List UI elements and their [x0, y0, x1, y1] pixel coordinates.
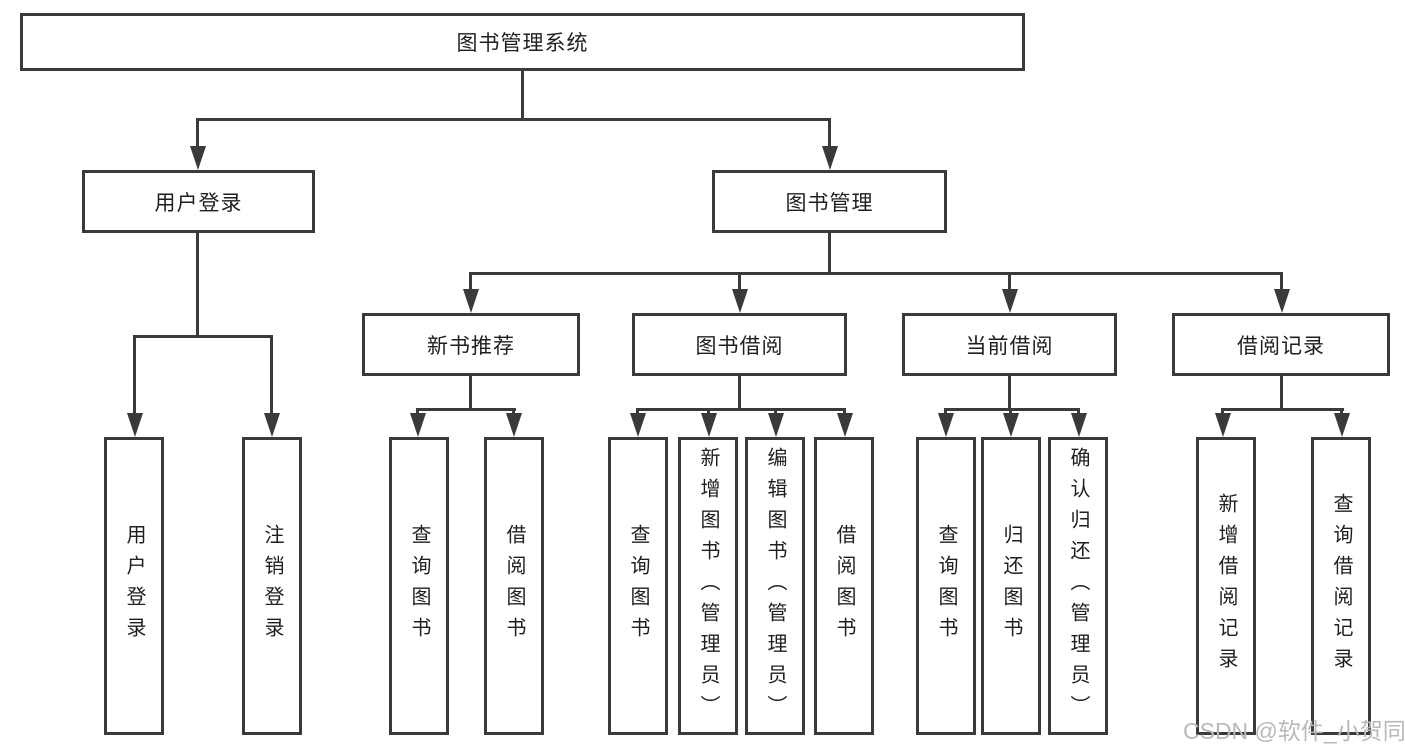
leaf-bb-borrow-books-label: 借阅图书: [833, 524, 855, 648]
leaf-nb-query-books-label: 查询图书: [408, 524, 430, 648]
edge-current-borrow-splitter: [944, 408, 1080, 411]
edge-drop-leaf-login: [133, 335, 136, 415]
leaf-cb-confirm-return-admin: 确认归还（管理员）: [1048, 437, 1108, 735]
node-new-books: 新书推荐: [362, 313, 580, 376]
leaf-user-login-label: 用户登录: [123, 524, 145, 648]
node-root: 图书管理系统: [20, 13, 1025, 71]
arrowhead-cb-return: [1003, 413, 1019, 437]
node-new-books-label: 新书推荐: [427, 334, 515, 358]
arrowhead-nb-borrow: [506, 413, 522, 437]
edge-book-mgmt-stem: [828, 231, 831, 274]
node-user-login-label: 用户登录: [154, 191, 243, 215]
leaf-cb-query-books-label: 查询图书: [935, 524, 957, 648]
arrowhead-book-borrow: [732, 289, 748, 313]
leaf-nb-borrow-books-label: 借阅图书: [503, 524, 525, 648]
edge-level3-splitter: [469, 272, 1283, 275]
edge-book-borrow-stem: [738, 374, 741, 411]
arrowhead-user-login: [190, 146, 206, 170]
leaf-logout-label: 注销登录: [261, 524, 283, 648]
arrowhead-cb-query: [938, 413, 954, 437]
node-book-mgmt-label: 图书管理: [785, 191, 874, 215]
leaf-bb-borrow-books: 借阅图书: [814, 437, 874, 735]
node-current-borrow-label: 当前借阅: [965, 334, 1054, 358]
edge-drop-leaf-logout: [270, 335, 273, 415]
leaf-br-query-record: 查询借阅记录: [1311, 437, 1371, 735]
edge-drop-book-mgmt: [828, 118, 831, 152]
arrowhead-nb-query: [410, 413, 426, 437]
edge-current-borrow-stem: [1008, 374, 1011, 411]
arrowhead-new-books: [463, 289, 479, 313]
edge-drop-current-borrow: [1008, 272, 1011, 292]
arrowhead-bb-add: [701, 413, 717, 437]
edge-new-books-splitter: [416, 408, 516, 411]
arrowhead-bb-edit: [768, 413, 784, 437]
csdn-watermark: CSDN @软件_小贺同学: [1183, 718, 1405, 744]
edge-root-stem: [521, 68, 524, 120]
leaf-logout: 注销登录: [242, 437, 302, 735]
leaf-cb-return-books: 归还图书: [981, 437, 1041, 735]
edge-new-books-stem: [469, 374, 472, 411]
node-book-borrow-label: 图书借阅: [695, 334, 784, 358]
arrowhead-bb-query: [630, 413, 646, 437]
edge-level2-splitter: [196, 118, 831, 121]
leaf-br-add-record-label: 新增借阅记录: [1215, 493, 1237, 679]
leaf-br-add-record: 新增借阅记录: [1196, 437, 1256, 735]
leaf-cb-confirm-return-admin-label: 确认归还（管理员）: [1067, 446, 1089, 726]
edge-drop-user-login: [196, 118, 199, 152]
node-book-mgmt: 图书管理: [712, 170, 947, 233]
leaf-nb-query-books: 查询图书: [389, 437, 449, 735]
leaf-bb-query-books: 查询图书: [608, 437, 668, 735]
arrowhead-book-mgmt: [822, 146, 838, 170]
node-user-login: 用户登录: [82, 170, 315, 233]
leaf-cb-query-books: 查询图书: [916, 437, 976, 735]
edge-borrow-records-stem: [1280, 374, 1283, 411]
edge-user-login-stem: [196, 231, 199, 337]
leaf-br-query-record-label: 查询借阅记录: [1330, 493, 1352, 679]
node-root-label: 图书管理系统: [456, 32, 589, 55]
edge-drop-borrow-records: [1280, 272, 1283, 292]
leaf-user-login: 用户登录: [104, 437, 164, 735]
leaf-nb-borrow-books: 借阅图书: [484, 437, 544, 735]
node-book-borrow: 图书借阅: [632, 313, 847, 376]
edge-book-borrow-splitter: [636, 408, 846, 411]
edge-drop-new-books: [469, 272, 472, 292]
leaf-bb-add-books-admin-label: 新增图书（管理员）: [697, 446, 719, 726]
arrowhead-leaf-login: [127, 413, 143, 437]
arrowhead-borrow-records: [1274, 289, 1290, 313]
leaf-bb-add-books-admin: 新增图书（管理员）: [678, 437, 738, 735]
arrowhead-leaf-logout: [264, 413, 280, 437]
edge-borrow-records-splitter: [1221, 408, 1344, 411]
leaf-bb-query-books-label: 查询图书: [627, 524, 649, 648]
arrowhead-br-query: [1334, 413, 1350, 437]
leaf-bb-edit-books-admin: 编辑图书（管理员）: [745, 437, 805, 735]
leaf-cb-return-books-label: 归还图书: [1000, 524, 1022, 648]
node-current-borrow: 当前借阅: [902, 313, 1117, 376]
arrowhead-bb-borrow: [837, 413, 853, 437]
arrowhead-br-add: [1215, 413, 1231, 437]
node-borrow-records-label: 借阅记录: [1237, 334, 1325, 358]
node-borrow-records: 借阅记录: [1172, 313, 1390, 376]
arrowhead-current-borrow: [1002, 289, 1018, 313]
edge-drop-book-borrow: [738, 272, 741, 292]
edge-user-login-splitter: [133, 335, 273, 338]
arrowhead-cb-confirm: [1071, 413, 1087, 437]
leaf-bb-edit-books-admin-label: 编辑图书（管理员）: [764, 446, 786, 726]
